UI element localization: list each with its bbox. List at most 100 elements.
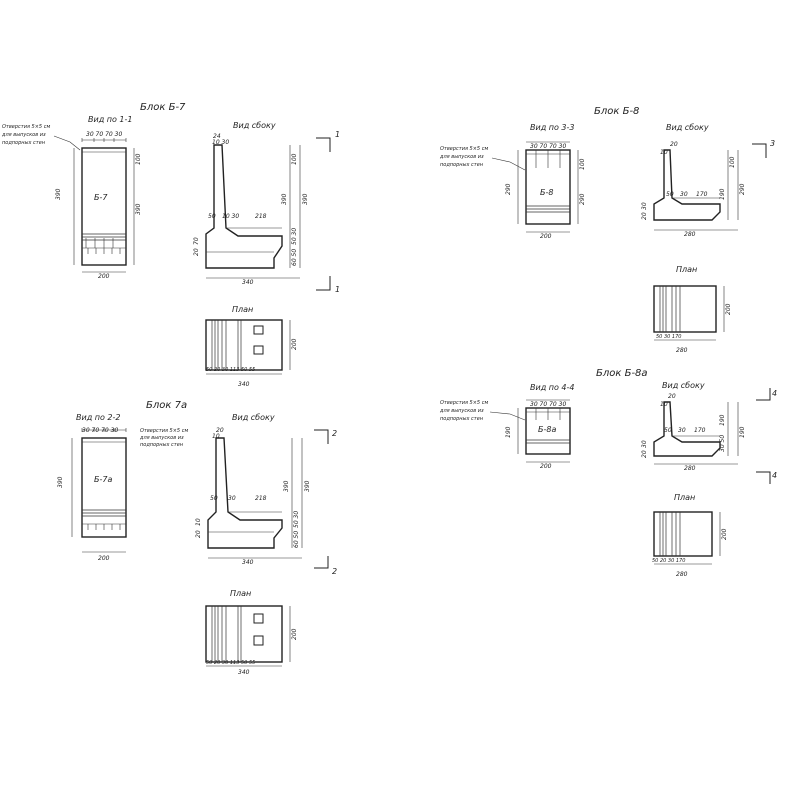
svg-text:390: 390: [304, 480, 311, 492]
svg-text:50 30: 50 30: [293, 511, 300, 528]
svg-text:190: 190: [719, 414, 726, 426]
svg-text:170: 170: [694, 427, 706, 434]
svg-text:30 50: 30 50: [719, 435, 726, 452]
svg-text:100: 100: [729, 156, 736, 168]
svg-text:290: 290: [505, 183, 512, 195]
svg-text:30: 30: [678, 427, 686, 434]
svg-text:20: 20: [668, 393, 676, 400]
svg-text:20: 20: [670, 141, 678, 148]
svg-text:200: 200: [540, 463, 552, 470]
block-b8a-front-view: 30 70 70 30 190 200 Б-8а: [505, 399, 571, 470]
svg-text:4: 4: [772, 471, 777, 480]
block-b7a-front-view: 30 70 70 30 390 200 Б-7а: [57, 427, 127, 562]
svg-text:50: 50: [208, 213, 216, 220]
svg-text:Вид сбоку: Вид сбоку: [666, 123, 709, 132]
svg-text:Отверстия 5×5 см: Отверстия 5×5 см: [440, 146, 488, 152]
block-b7-front-view-label: Вид по 1-1: [88, 115, 133, 124]
block-b7-hole-note: Отверстия 5×5 см для выпусков из подпорн…: [1, 124, 81, 151]
block-b7a-plan: План 200 50 20 30 113 50 55 340: [205, 589, 298, 676]
block-b7a-side-view: 20 10 390 390 50 30 218 50 30 60 50 10 2…: [195, 427, 311, 566]
svg-text:30: 30: [228, 495, 236, 502]
svg-text:30: 30: [641, 202, 648, 210]
svg-text:100: 100: [135, 153, 142, 165]
block-b8: Блок Б-8 Вид по 3-3 Вид сбоку Отверстия …: [439, 106, 775, 354]
svg-text:390: 390: [281, 193, 288, 205]
block-b7-side-view-label: Вид сбоку: [233, 121, 276, 130]
svg-text:20: 20: [641, 450, 648, 458]
svg-text:100: 100: [291, 153, 298, 165]
svg-text:218: 218: [255, 213, 267, 220]
svg-text:10: 10: [660, 149, 668, 156]
block-b7-section-marker: 1 1: [316, 130, 340, 294]
svg-text:20: 20: [193, 248, 200, 256]
svg-text:10: 10: [212, 433, 220, 440]
svg-text:340: 340: [242, 559, 254, 566]
svg-text:3: 3: [770, 139, 775, 148]
block-b8a-section-marker: 4 4: [756, 388, 777, 484]
svg-text:70: 70: [193, 237, 200, 245]
svg-text:50 20 30 113 50 55: 50 20 30 113 50 55: [206, 660, 255, 666]
block-b7-title: Блок Б-7: [140, 102, 186, 113]
block-b8-front-view: 30 70 70 30 290 100 290 200 Б-8: [505, 141, 586, 240]
svg-text:30 70 70 30: 30 70 70 30: [530, 143, 566, 150]
svg-text:290: 290: [739, 183, 746, 195]
svg-text:390: 390: [135, 203, 142, 215]
svg-text:190: 190: [505, 426, 512, 438]
svg-text:Отверстия 5×5 см: Отверстия 5×5 см: [440, 400, 488, 406]
svg-text:200: 200: [291, 338, 298, 350]
block-b7a-title: Блок 7а: [146, 400, 187, 411]
svg-text:1: 1: [335, 285, 340, 294]
svg-text:подпорных стен: подпорных стен: [140, 442, 184, 448]
svg-text:30: 30: [641, 440, 648, 448]
block-b7-side-view: 24 10 30 100 390 390 50 10 30 218 50 30 …: [193, 133, 309, 286]
svg-text:2: 2: [332, 429, 337, 438]
svg-text:190: 190: [739, 426, 746, 438]
svg-text:340: 340: [238, 669, 250, 676]
svg-text:для выпусков из: для выпусков из: [439, 154, 484, 160]
block-b8a-title: Блок Б-8а: [596, 368, 648, 379]
svg-text:280: 280: [684, 465, 696, 472]
svg-text:Отверстия 5×5 см: Отверстия 5×5 см: [2, 124, 50, 130]
block-b7-mark: Б-7: [94, 193, 108, 202]
svg-text:50 30: 50 30: [291, 228, 298, 245]
svg-text:200: 200: [291, 628, 298, 640]
svg-text:50 20 30 170: 50 20 30 170: [652, 558, 685, 564]
svg-text:для выпусков из: для выпусков из: [139, 435, 184, 441]
svg-text:Вид по 4-4: Вид по 4-4: [530, 383, 575, 392]
svg-text:60 50: 60 50: [291, 249, 298, 266]
svg-text:10 30: 10 30: [222, 213, 239, 220]
block-b7a-side-view-label: Вид сбоку: [232, 413, 275, 422]
svg-text:30 70 70 30: 30 70 70 30: [530, 401, 566, 408]
block-b7a-section-marker: 2 2: [314, 429, 337, 576]
block-b8-mark: Б-8: [540, 188, 553, 197]
svg-text:290: 290: [579, 193, 586, 205]
svg-text:20: 20: [216, 427, 224, 434]
block-b7: Блок Б-7 Вид по 1-1 Вид сбоку Отверстия …: [1, 102, 340, 388]
svg-text:30 70 70 30: 30 70 70 30: [82, 427, 118, 434]
svg-text:170: 170: [696, 191, 708, 198]
block-b8-plan: План 200 50 30 170 280: [653, 265, 732, 354]
svg-text:2: 2: [332, 567, 337, 576]
svg-text:50: 50: [210, 495, 218, 502]
svg-text:Вид сбоку: Вид сбоку: [662, 381, 705, 390]
block-b8a-side-view: 20 10 50 30 170 190 30 50 190 30 20 280: [641, 393, 746, 472]
svg-text:План: План: [676, 265, 697, 274]
svg-text:280: 280: [684, 231, 696, 238]
block-b7a-hole-note: Отверстия 5×5 см для выпусков из подпорн…: [139, 428, 188, 448]
svg-text:подпорных стен: подпорных стен: [440, 162, 484, 168]
block-b8a: Блок Б-8а Вид по 4-4 Вид сбоку Отверстия…: [439, 368, 777, 578]
block-b7-front-view: 30 70 70 30 390 100 390 200 Б-7: [55, 131, 142, 280]
svg-text:280: 280: [676, 347, 688, 354]
svg-text:20: 20: [195, 530, 202, 538]
svg-text:1: 1: [335, 130, 340, 139]
svg-text:Вид по 3-3: Вид по 3-3: [530, 123, 575, 132]
svg-text:50: 50: [664, 427, 672, 434]
block-b7-front-height: 390: [55, 188, 62, 200]
svg-text:390: 390: [57, 476, 64, 488]
block-b7a: Блок 7а Вид по 2-2 Вид сбоку Отверстия 5…: [57, 400, 337, 676]
svg-text:подпорных стен: подпорных стен: [2, 140, 46, 146]
svg-text:390: 390: [302, 193, 309, 205]
svg-text:для выпусков из: для выпусков из: [439, 408, 484, 414]
svg-text:200: 200: [98, 555, 110, 562]
